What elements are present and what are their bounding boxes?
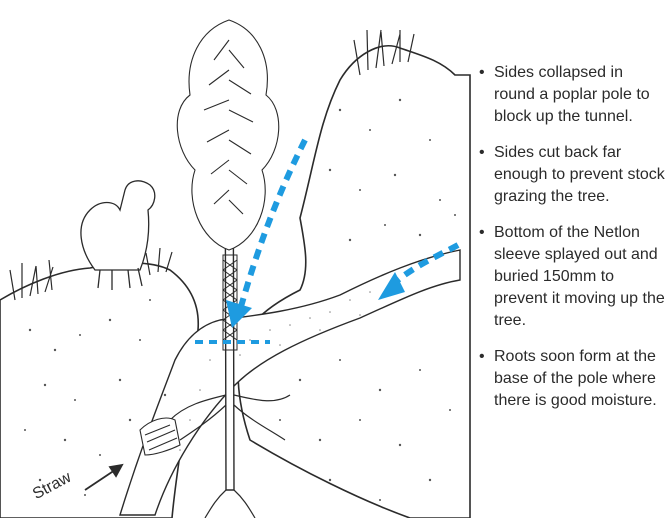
bullet-1: • Sides collapsed in round a poplar pole … xyxy=(476,62,665,128)
bullet-3: • Bottom of the Netlon sleeve splayed out… xyxy=(476,222,665,332)
bullet-4: • Roots soon form at the base of the pole… xyxy=(476,346,665,412)
bullet-dot: • xyxy=(479,222,485,244)
caption-bullets: • Sides collapsed in round a poplar pole … xyxy=(476,62,665,426)
bullet-text: Sides collapsed in round a poplar pole t… xyxy=(494,64,650,125)
bullet-text: Bottom of the Netlon sleeve splayed out … xyxy=(494,224,665,329)
bullet-text: Sides cut back far enough to prevent sto… xyxy=(494,144,665,205)
bullet-dot: • xyxy=(479,62,485,84)
bullet-2: • Sides cut back far enough to prevent st… xyxy=(476,142,665,208)
bullet-dot: • xyxy=(479,142,485,164)
bullet-dot: • xyxy=(479,346,485,368)
tree-canopy xyxy=(177,20,278,250)
bullet-text: Roots soon form at the base of the pole … xyxy=(494,348,657,409)
